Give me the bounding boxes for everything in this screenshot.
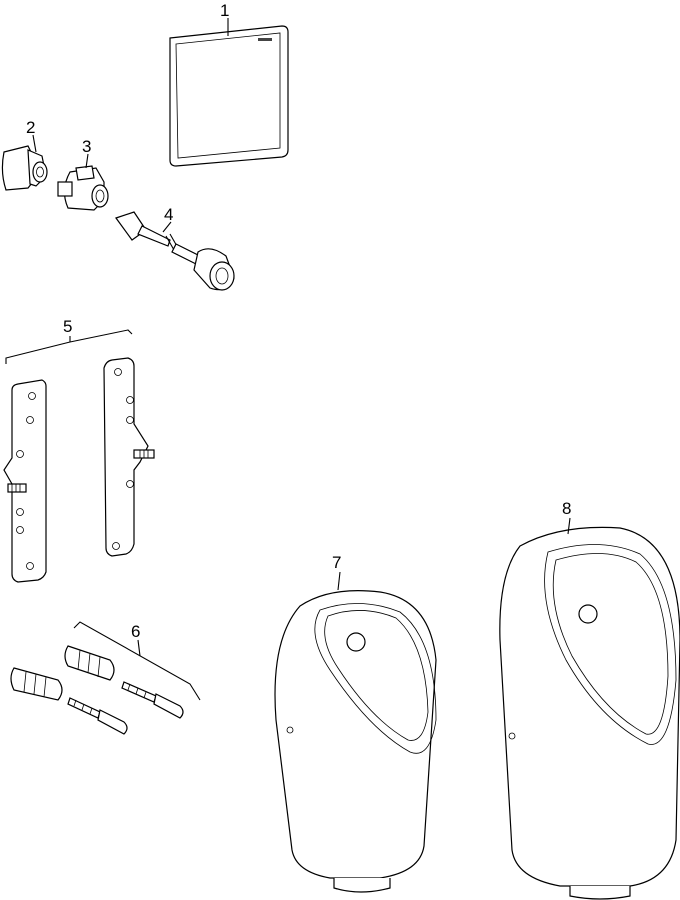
part-2-connector: 2 <box>1 118 48 191</box>
part-6-fixings: 6 <box>10 621 201 735</box>
dowel-1 <box>10 667 63 701</box>
part-4-flex-hose: 4 <box>115 205 235 291</box>
screw-1 <box>67 697 128 735</box>
callout-8: 8 <box>562 499 571 518</box>
callout-3: 3 <box>82 137 91 156</box>
screw-2 <box>121 681 184 719</box>
part-5-mounting-brackets: 5 <box>3 317 155 583</box>
callout-5: 5 <box>63 317 72 336</box>
brand-logo-mark <box>258 38 272 41</box>
callout-1: 1 <box>220 1 229 20</box>
callout-4: 4 <box>164 205 173 224</box>
callout-6: 6 <box>131 622 140 641</box>
callout-7: 7 <box>332 553 341 572</box>
bracket-left <box>3 379 47 583</box>
part-7-urinal-small: 7 <box>274 553 437 893</box>
part-8-urinal-large: 8 <box>499 499 680 900</box>
dowel-2 <box>64 645 115 681</box>
part-3-stop-valve: 3 <box>57 137 109 211</box>
part-1-cover-plate: 1 <box>169 1 289 167</box>
callout-2: 2 <box>26 118 35 137</box>
bracket-right <box>103 357 155 557</box>
